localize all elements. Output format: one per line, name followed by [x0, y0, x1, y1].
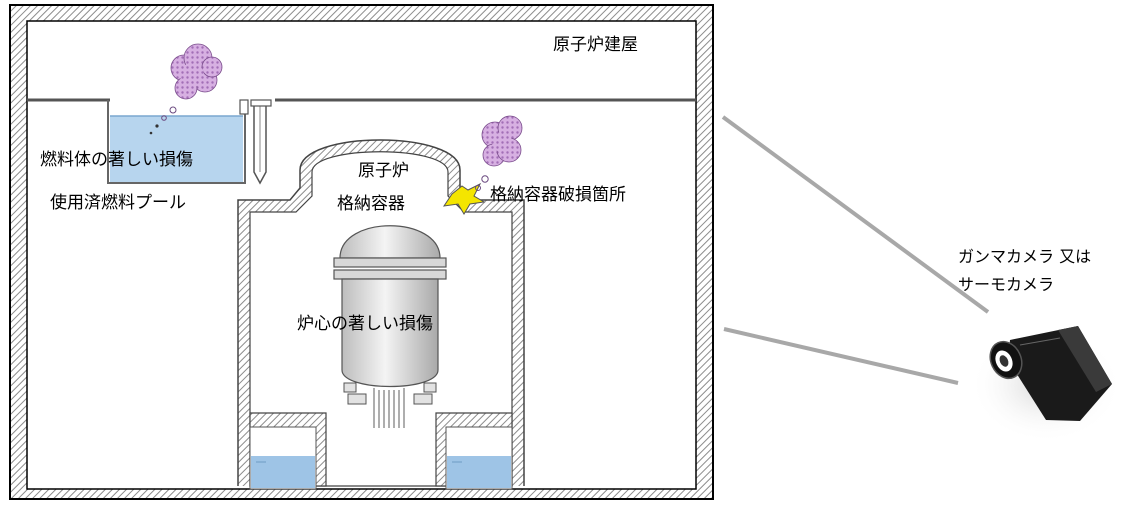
breach-smoke — [481, 115, 523, 167]
fuel-damage-label: 燃料体の著しい損傷 — [40, 150, 193, 170]
pool-smoke — [149, 43, 223, 135]
suppression-pool-left — [251, 456, 315, 488]
building-label: 原子炉建屋 — [553, 35, 638, 55]
camera-label-line2: サーモカメラ — [958, 275, 1054, 294]
camera-icon — [970, 326, 1122, 443]
reactor-label: 原子炉 — [358, 161, 409, 181]
containment-breach — [442, 175, 489, 215]
camera-view-lines — [721, 115, 990, 385]
core-damage-label: 炉心の著しい損傷 — [297, 314, 433, 334]
pool-water — [110, 116, 243, 182]
spent-fuel-pool-label: 使用済燃料プール — [50, 192, 186, 213]
spent-fuel-pool — [107, 99, 272, 185]
containment-label: 格納容器 — [337, 194, 405, 214]
containment-breach-label: 格納容器破損箇所 — [490, 185, 626, 205]
reactor-pressure-vessel — [333, 225, 447, 428]
camera-label-line1: ガンマカメラ 又は — [958, 247, 1091, 266]
suppression-pool-right — [447, 456, 511, 488]
